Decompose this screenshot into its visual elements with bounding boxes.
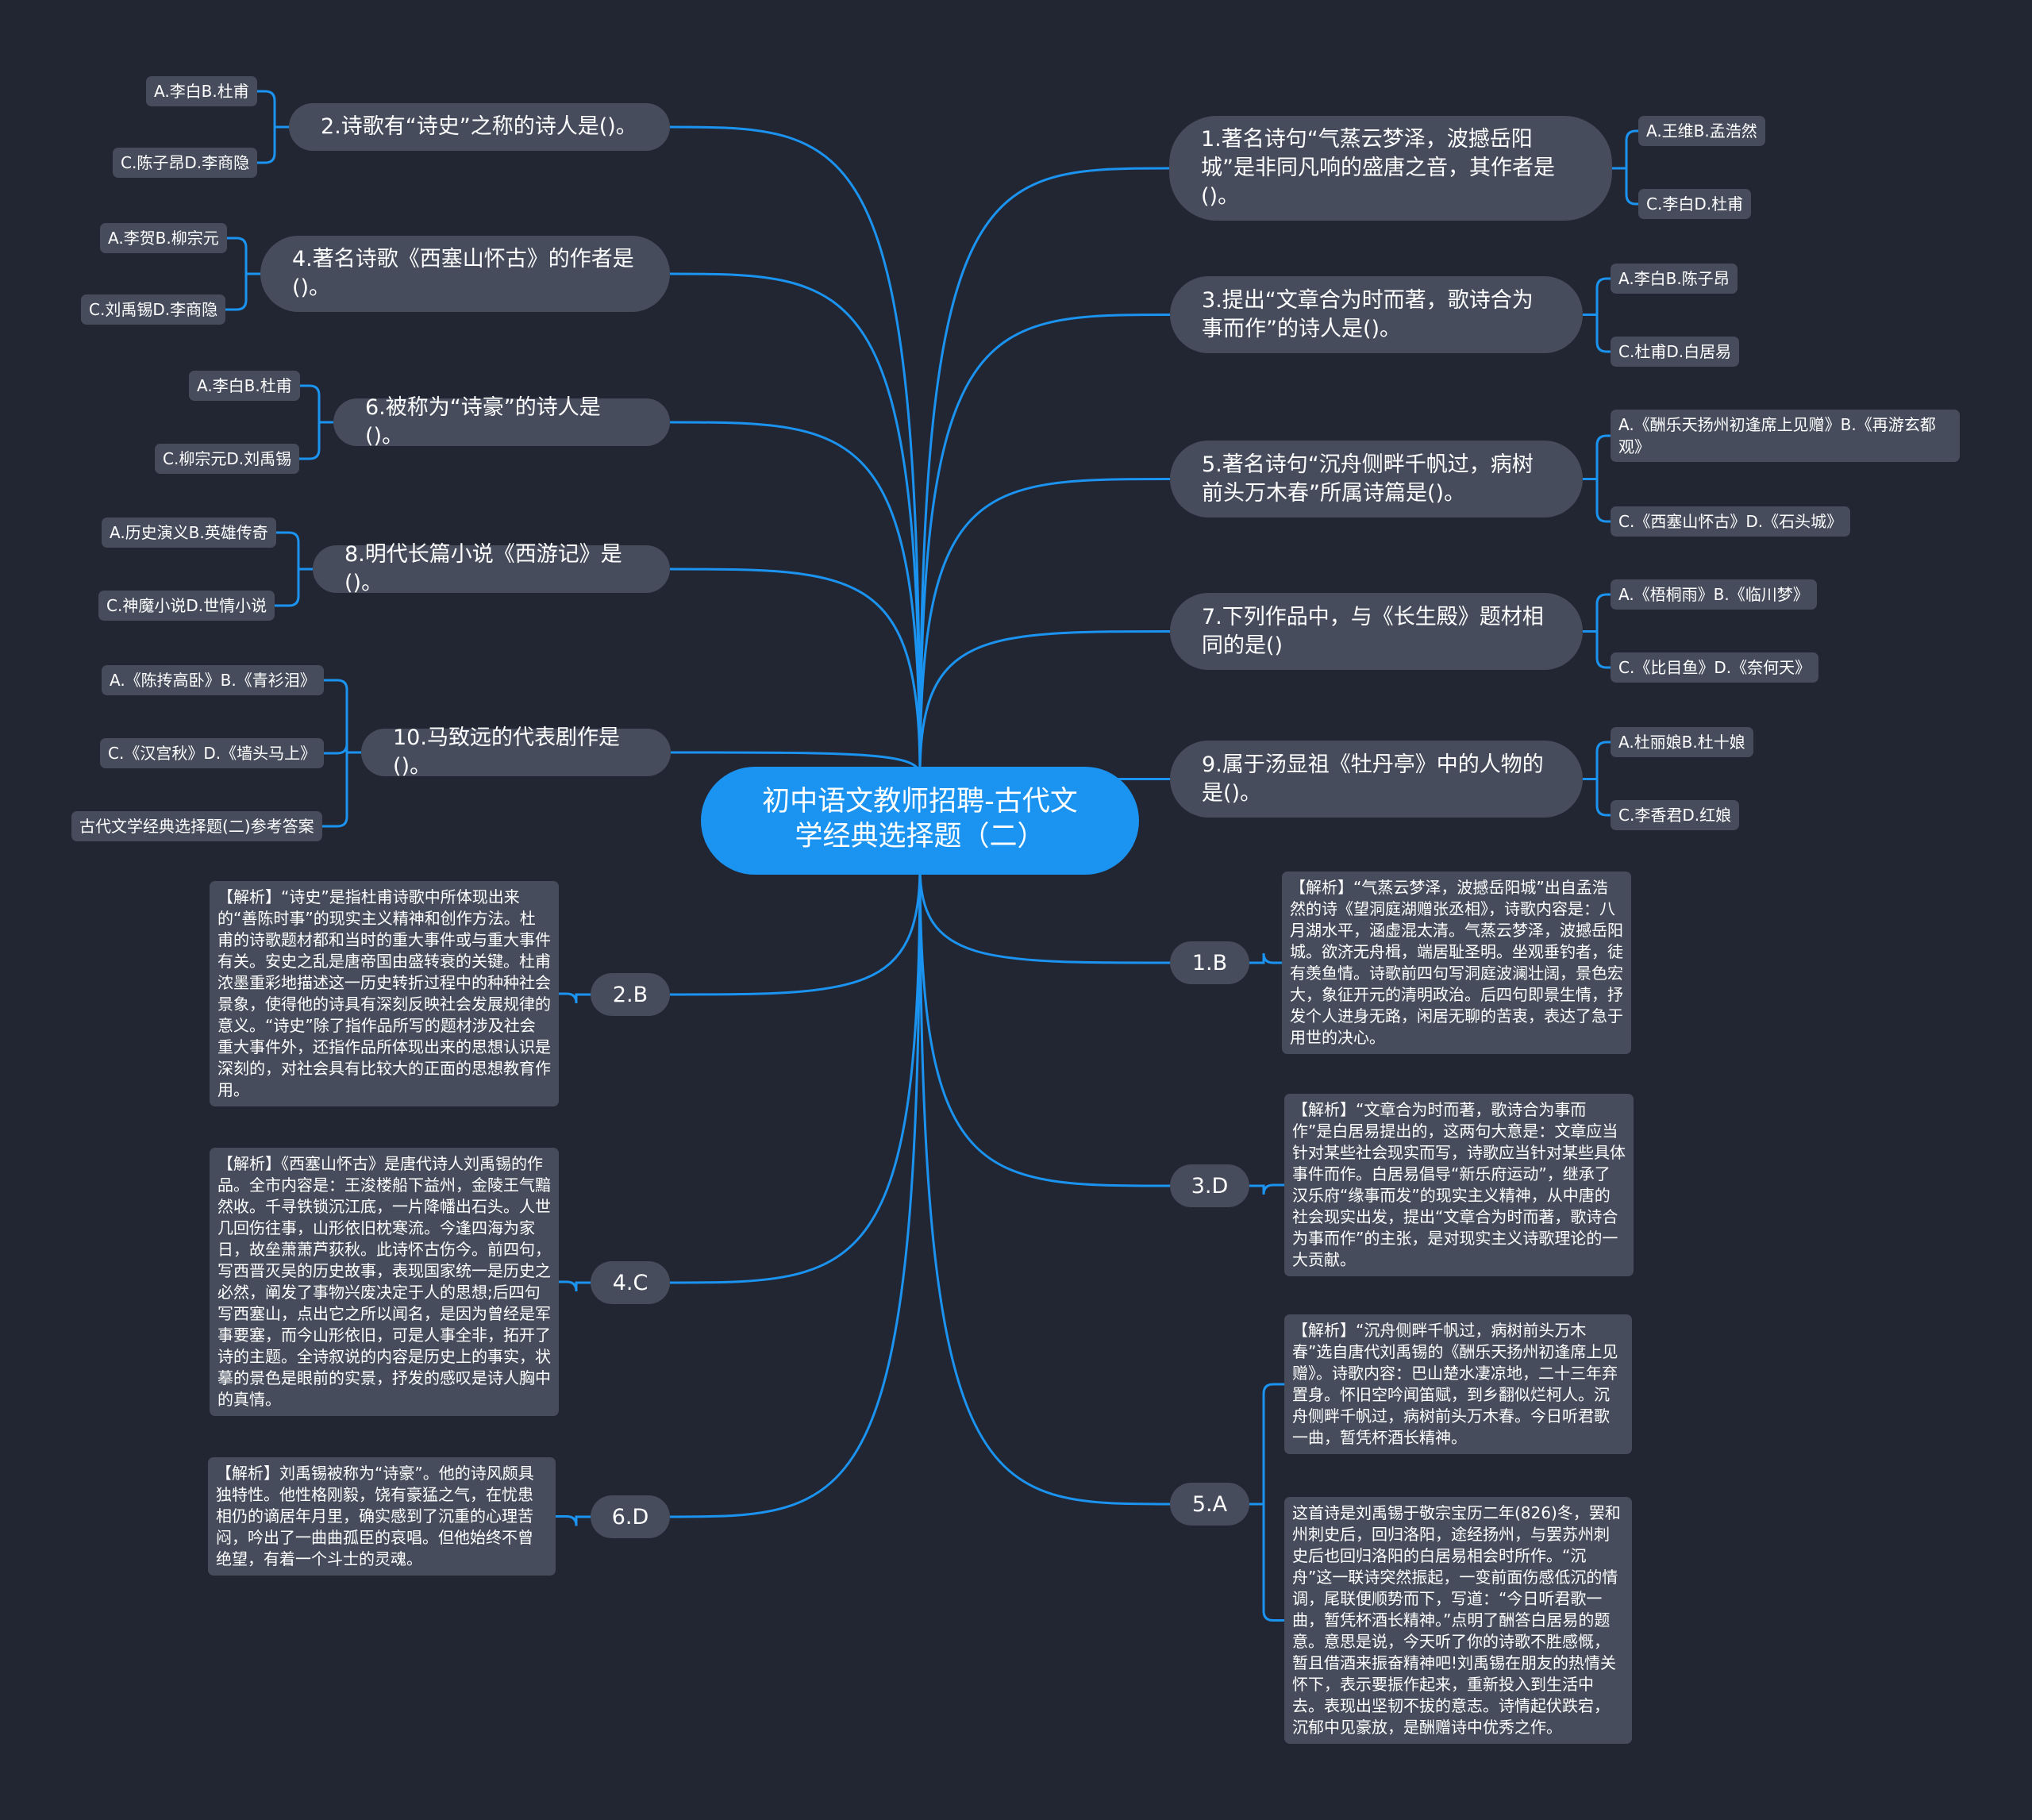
answer-1[interactable]: 1.B [1170,941,1249,984]
question-9[interactable]: 9.属于汤显祖《牡丹亭》中的人物的是()。 [1170,741,1583,818]
bracket-explanation-2 [559,992,591,1004]
option-5a[interactable]: A.《酬乐天扬州初逢席上见赠》B.《再游玄都观》 [1611,410,1960,462]
bracket-option-3a [1583,277,1611,316]
question-2[interactable]: 2.诗歌有“诗史”之称的诗人是()。 [289,103,670,151]
link-question-8 [669,568,922,775]
link-question-7 [918,630,1171,775]
bracket-option-8b [275,568,313,607]
option-8b[interactable]: C.神魔小说D.世情小说 [98,591,275,621]
option-4b[interactable]: C.刘禹锡D.李商隐 [81,294,226,325]
bracket-option-4b [225,272,260,311]
question-4[interactable]: 4.著名诗歌《西塞山怀古》的作者是()。 [260,236,670,312]
link-question-4 [669,272,922,775]
bracket-option-7b [1583,630,1611,669]
link-answer-6 [669,866,922,1518]
bracket-explanation-4 [559,1280,591,1292]
option-6b[interactable]: C.柳宗元D.刘禹锡 [155,444,300,474]
option-6a[interactable]: A.李白B.杜甫 [189,371,300,401]
bracket-explanation-5b [1249,1503,1284,1622]
option-10b[interactable]: C.《汉宫秋》D.《墙头马上》 [100,738,325,768]
bracket-option-9b [1583,778,1611,817]
bracket-option-9a [1583,741,1611,780]
option-8a[interactable]: A.历史演义B.英雄传奇 [102,518,276,548]
explanation-2: 【解析】“诗史”是指杜甫诗歌中所体现出来的“善陈时事”的现实主义精神和创作方法。… [210,881,559,1106]
link-answer-5 [918,866,1171,1506]
link-answer-1 [918,866,1171,964]
bracket-option-5b [1583,478,1611,523]
bracket-option-5a [1583,434,1611,480]
option-9b[interactable]: C.李香君D.红娘 [1611,800,1740,830]
explanation-5a: 【解析】“沉舟侧畔千帆过，病树前头万木春”选自唐代刘禹锡的《酬乐天扬州初逢席上见… [1284,1314,1632,1454]
link-answer-2 [669,866,922,996]
explanation-3: 【解析】“文章合为时而著，歌诗合为事而作”是白居易提出的，这两句大意是：文章应当… [1284,1094,1634,1276]
question-10[interactable]: 10.马致远的代表剧作是()。 [361,725,671,779]
bracket-option-1b [1612,167,1638,206]
explanation-5b: 这首诗是刘禹锡于敬宗宝历二年(826)冬，罢和州刺史后，回归洛阳，途经扬州，与罢… [1284,1497,1632,1744]
bracket-explanation-6 [556,1515,591,1526]
bracket-option-6b [299,421,333,460]
explanation-1: 【解析】“气蒸云梦泽，波撼岳阳城”出自孟浩然的诗《望洞庭湖赠张丞相》，诗歌内容是… [1282,872,1631,1054]
answer-5[interactable]: 5.A [1170,1483,1249,1526]
answer-2[interactable]: 2.B [591,973,670,1016]
bracket-explanation-1 [1249,952,1282,964]
bracket-option-10a [324,679,361,754]
option-7a[interactable]: A.《梧桐雨》B.《临川梦》 [1611,579,1817,610]
answer-6[interactable]: 6.D [591,1495,670,1538]
question-5[interactable]: 5.著名诗句“沉舟侧畔千帆过，病树前头万木春”所属诗篇是()。 [1170,441,1583,518]
bracket-option-2a [257,90,289,129]
option-5b[interactable]: C.《西塞山怀古》D.《石头城》 [1611,506,1851,537]
option-2b[interactable]: C.陈子昂D.李商隐 [113,148,258,178]
bracket-option-6a [300,384,333,424]
option-3a[interactable]: A.李白B.陈子昂 [1611,264,1738,294]
option-9a[interactable]: A.杜丽娘B.杜十娘 [1611,727,1753,757]
answer-3[interactable]: 3.D [1170,1164,1249,1207]
bracket-option-7a [1583,593,1611,633]
question-3[interactable]: 3.提出“文章合为时而著，歌诗合为事而作”的诗人是()。 [1170,276,1583,353]
option-4a[interactable]: A.李贺B.柳宗元 [100,223,227,253]
bracket-option-10b [324,743,361,755]
option-3b[interactable]: C.杜甫D.白居易 [1611,337,1740,367]
question-8[interactable]: 8.明代长篇小说《西游记》是()。 [313,542,670,595]
bracket-option-3b [1583,314,1611,353]
bracket-explanation-3 [1249,1183,1284,1195]
link-answer-3 [918,866,1171,1187]
question-1[interactable]: 1.著名诗句“气蒸云梦泽，波撼岳阳城”是非同凡响的盛唐之音，其作者是()。 [1169,116,1612,221]
option-1b[interactable]: C.李白D.杜甫 [1638,189,1752,219]
question-7[interactable]: 7.下列作品中，与《长生殿》题材相同的是() [1170,593,1583,670]
link-question-6 [669,421,922,775]
option-2a[interactable]: A.李白B.杜甫 [146,76,257,106]
option-1a[interactable]: A.王维B.孟浩然 [1638,116,1765,146]
link-answer-4 [669,866,922,1284]
bracket-option-2b [257,125,289,164]
link-question-2 [669,125,922,775]
bracket-option-8a [276,531,313,571]
link-question-3 [918,314,1171,775]
question-6[interactable]: 6.被称为“诗豪”的诗人是()。 [333,395,670,448]
bracket-option-4a [227,237,260,275]
link-question-1 [918,167,1170,775]
explanation-4: 【解析】《西塞山怀古》是唐代诗人刘禹锡的作品。全市内容是：王浚楼船下益州，金陵王… [210,1148,559,1416]
answer-heading[interactable]: 古代文学经典选择题(二)参考答案 [71,811,322,841]
answer-4[interactable]: 4.C [591,1261,670,1304]
bracket-answer-heading [322,751,361,828]
bracket-explanation-5a [1249,1383,1284,1506]
root-topic[interactable]: 初中语文教师招聘-古代文学经典选择题（二） [701,767,1139,875]
option-10a[interactable]: A.《陈抟高卧》B.《青衫泪》 [102,665,324,695]
explanation-6: 【解析】刘禹锡被称为“诗豪”。他的诗风颇具独特性。他性格刚毅，饶有豪猛之气，在忧… [208,1457,556,1576]
link-question-5 [918,478,1171,775]
option-7b[interactable]: C.《比目鱼》D.《奈何天》 [1611,652,1819,683]
bracket-option-1a [1612,129,1638,170]
